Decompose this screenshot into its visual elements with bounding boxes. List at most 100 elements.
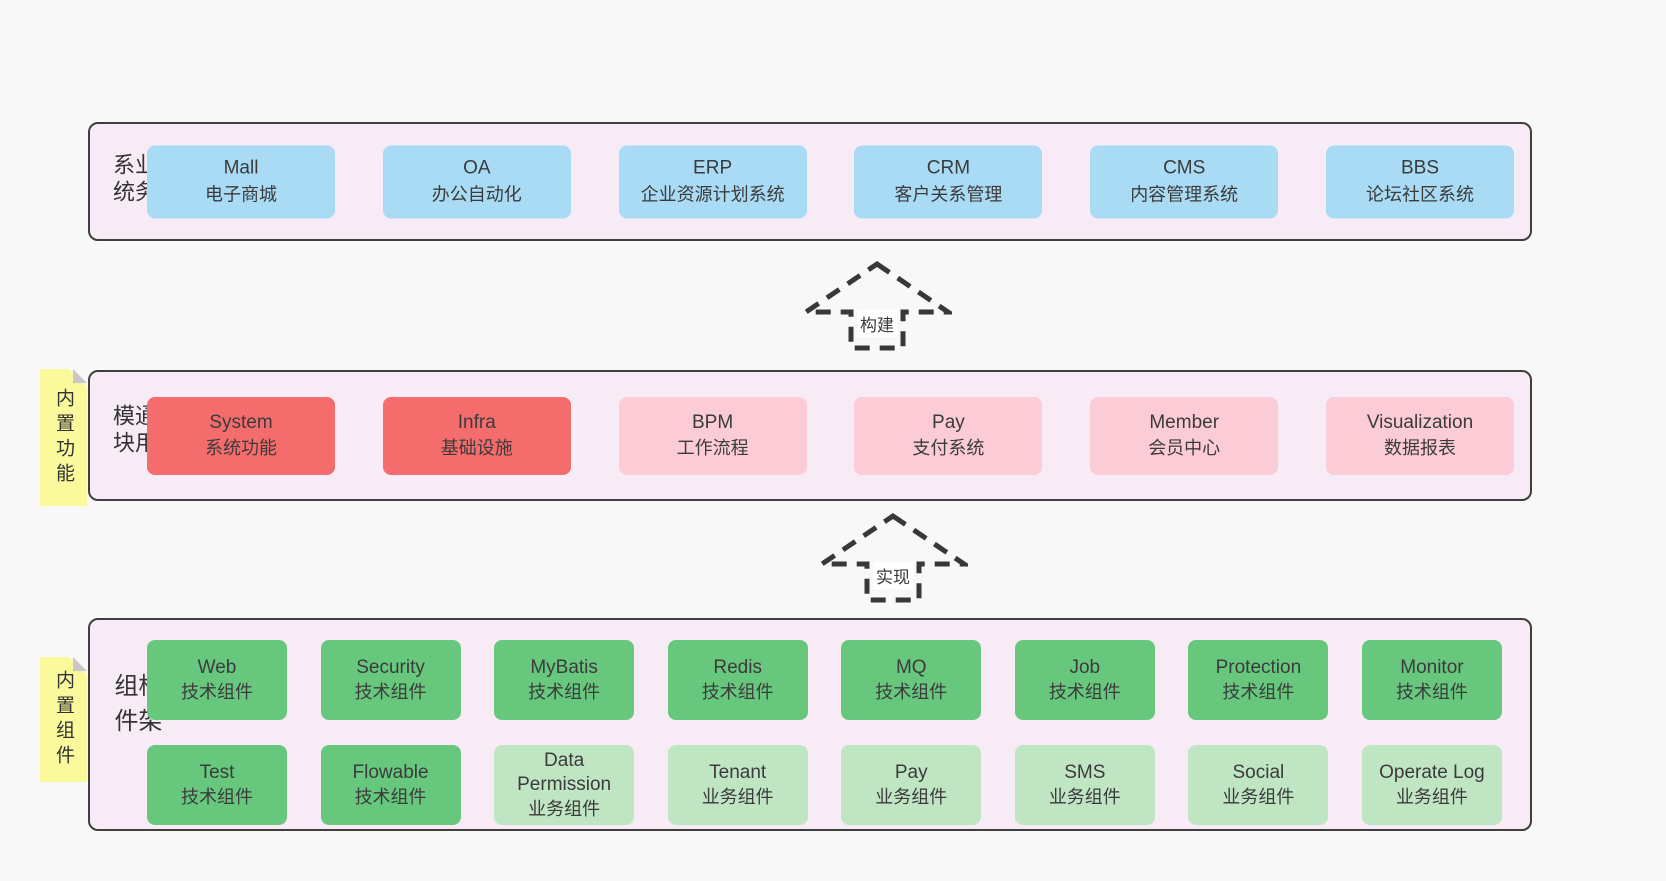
box-subtitle: 技术组件 xyxy=(1222,681,1295,702)
components-grid: Web 技术组件 Security 技术组件 MyBatis 技术组件 Redi… xyxy=(147,640,1502,825)
box-subtitle: 办公自动化 xyxy=(431,184,522,205)
box-erp: ERP 企业资源计划系统 xyxy=(618,145,807,218)
box-protection: Protection 技术组件 xyxy=(1188,640,1329,720)
box-tenant: Tenant 业务组件 xyxy=(667,745,808,825)
modules-boxes-row: System 系统功能 Infra 基础设施 BPM 工作流程 Pay 支付系统… xyxy=(147,396,1514,475)
box-monitor: Monitor 技术组件 xyxy=(1361,640,1502,720)
sticky-label: 内置组件 xyxy=(53,669,74,770)
box-system: System 系统功能 xyxy=(147,396,335,475)
box-subtitle: 数据报表 xyxy=(1383,438,1456,459)
box-mq: MQ 技术组件 xyxy=(841,640,982,720)
box-subtitle: 业务组件 xyxy=(1222,786,1295,807)
box-title: ERP xyxy=(693,157,733,179)
sticky-note-built-in-components: 内置组件 xyxy=(40,657,87,782)
box-operate-log: Operate Log 业务组件 xyxy=(1361,745,1502,825)
box-title: BPM xyxy=(692,411,734,433)
box-title: Security xyxy=(356,656,425,678)
box-title: SMS xyxy=(1064,761,1106,783)
box-test: Test 技术组件 xyxy=(147,745,287,825)
box-title: Member xyxy=(1149,411,1220,433)
section-common-modules: 内置功能 通用模块 System 系统功能 Infra 基础设施 BPM 工作流… xyxy=(40,369,1532,506)
box-title: Visualization xyxy=(1366,411,1474,433)
box-title: Operate Log xyxy=(1379,761,1485,783)
box-cms: CMS 内容管理系统 xyxy=(1090,145,1279,218)
box-title: Infra xyxy=(457,411,496,433)
box-title: Monitor xyxy=(1400,656,1464,678)
box-subtitle: 会员中心 xyxy=(1148,438,1221,459)
box-subtitle: 技术组件 xyxy=(181,786,253,807)
box-title: Pay xyxy=(932,411,965,433)
box-title: System xyxy=(209,411,273,433)
box-security: Security 技术组件 xyxy=(320,640,461,720)
box-title: Test xyxy=(199,761,235,783)
box-subtitle: 技术组件 xyxy=(1048,681,1121,702)
box-title: Web xyxy=(197,656,237,678)
box-subtitle: 电子商城 xyxy=(205,184,277,205)
box-title: Pay xyxy=(894,761,928,783)
box-job: Job 技术组件 xyxy=(1014,640,1155,720)
box-member: Member 会员中心 xyxy=(1090,396,1279,475)
box-subtitle: 论坛社区系统 xyxy=(1365,184,1474,205)
up-arrow-icon xyxy=(802,260,952,351)
box-bpm: BPM 工作流程 xyxy=(618,396,807,475)
box-subtitle: 技术组件 xyxy=(701,681,774,702)
box-subtitle: 企业资源计划系统 xyxy=(640,184,785,205)
box-bbs: BBS 论坛社区系统 xyxy=(1325,145,1514,218)
box-title: Protection xyxy=(1215,656,1302,678)
sticky-label: 内置功能 xyxy=(53,387,74,488)
arrow-build-label: 构建 xyxy=(857,310,897,337)
sticky-note-built-in-features: 内置功能 xyxy=(40,369,87,506)
box-title: OA xyxy=(463,157,491,179)
box-subtitle: 技术组件 xyxy=(875,681,948,702)
box-title: Tenant xyxy=(709,761,767,783)
arrow-build: 构建 xyxy=(802,260,952,352)
box-title: Data Permission xyxy=(517,749,612,796)
box-subtitle: 基础设施 xyxy=(440,438,513,459)
box-web: Web 技术组件 xyxy=(147,640,287,720)
folded-corner-icon xyxy=(73,369,87,383)
box-data-permission: Data Permission 业务组件 xyxy=(494,745,635,825)
box-title: CMS xyxy=(1163,157,1206,179)
box-title: Job xyxy=(1069,656,1101,678)
box-subtitle: 技术组件 xyxy=(354,681,427,702)
box-title: Mall xyxy=(223,157,259,179)
business-boxes-row: Mall 电子商城 OA 办公自动化 ERP 企业资源计划系统 CRM 客户关系… xyxy=(147,145,1514,218)
arrow-implement: 实现 xyxy=(818,512,968,604)
box-title: Redis xyxy=(713,656,762,678)
box-sms: SMS 业务组件 xyxy=(1014,745,1155,825)
arrow-implement-label: 实现 xyxy=(873,562,913,589)
box-title: Social xyxy=(1232,761,1285,783)
section-business-systems: 业务系统 Mall 电子商城 OA 办公自动化 ERP 企业资源计划系统 CRM… xyxy=(88,122,1532,241)
box-subtitle: 业务组件 xyxy=(701,786,774,807)
box-subtitle: 内容管理系统 xyxy=(1130,184,1239,205)
box-subtitle: 业务组件 xyxy=(875,786,948,807)
box-title: CRM xyxy=(926,157,971,179)
box-redis: Redis 技术组件 xyxy=(667,640,808,720)
box-subtitle: 业务组件 xyxy=(1048,786,1121,807)
folded-corner-icon xyxy=(73,657,87,671)
components-row-1: Web 技术组件 Security 技术组件 MyBatis 技术组件 Redi… xyxy=(147,640,1502,720)
box-pay-component: Pay 业务组件 xyxy=(841,745,982,825)
box-crm: CRM 客户关系管理 xyxy=(854,145,1043,218)
box-subtitle: 支付系统 xyxy=(912,438,985,459)
box-title: MQ xyxy=(895,656,927,678)
box-mybatis: MyBatis 技术组件 xyxy=(494,640,635,720)
up-arrow-icon xyxy=(818,512,968,603)
box-subtitle: 技术组件 xyxy=(354,786,427,807)
box-subtitle: 业务组件 xyxy=(528,798,601,819)
box-subtitle: 技术组件 xyxy=(528,681,601,702)
box-subtitle: 工作流程 xyxy=(676,438,749,459)
box-oa: OA 办公自动化 xyxy=(382,145,571,218)
box-title: BBS xyxy=(1400,157,1439,179)
box-title: MyBatis xyxy=(530,656,598,678)
section-framework-components: 内置组件 框架组件 Web 技术组件 Security 技术组件 MyBatis… xyxy=(40,618,1532,831)
box-subtitle: 技术组件 xyxy=(181,681,253,702)
box-social: Social 业务组件 xyxy=(1188,745,1329,825)
components-row-2: Test 技术组件 Flowable 技术组件 Data Permission … xyxy=(147,745,1502,825)
box-flowable: Flowable 技术组件 xyxy=(320,745,461,825)
box-visualization: Visualization 数据报表 xyxy=(1325,396,1514,475)
box-subtitle: 客户关系管理 xyxy=(894,184,1003,205)
box-subtitle: 技术组件 xyxy=(1395,681,1468,702)
box-infra: Infra 基础设施 xyxy=(382,396,571,475)
